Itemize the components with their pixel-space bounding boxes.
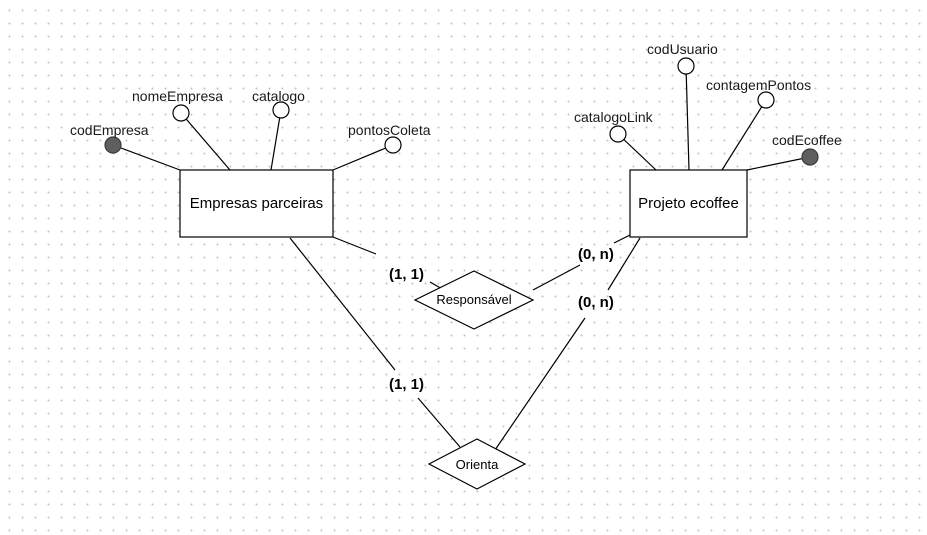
attribute-label-contagemPontos: contagemPontos xyxy=(706,77,811,93)
edge-orienta-projeto-end xyxy=(607,237,641,291)
edge-empresas-responsavel xyxy=(332,236,377,255)
edge-contagemPontos xyxy=(721,99,767,171)
attribute-label-pontosColeta: pontosColeta xyxy=(348,122,431,138)
key-attribute-codEmpresa-icon xyxy=(104,136,122,154)
entity-label-empresas: Empresas parceiras xyxy=(190,195,323,212)
edge-responsavel-projeto-end xyxy=(613,234,631,244)
relationship-orienta[interactable]: Orienta xyxy=(427,438,527,490)
edge-catalogoLink xyxy=(617,133,657,171)
attribute-label-nomeEmpresa: nomeEmpresa xyxy=(132,88,223,104)
edge-orienta-empresas-end xyxy=(417,397,461,448)
edge-nomeEmpresa xyxy=(180,112,231,171)
edge-empresas-orienta xyxy=(289,237,396,371)
cardinality-orienta-empresas: (1, 1) xyxy=(389,376,424,393)
edge-catalogo xyxy=(270,109,282,171)
attribute-label-catalogoLink: catalogoLink xyxy=(574,109,654,125)
attribute-catalogo-icon xyxy=(272,101,290,119)
edge-codEcoffee xyxy=(746,156,811,171)
attribute-pontosColeta-icon xyxy=(384,136,402,154)
attribute-codUsuario-icon xyxy=(677,57,695,75)
edge-codUsuario xyxy=(685,65,690,171)
entity-empresas-parceiras[interactable]: Empresas parceiras xyxy=(179,169,334,238)
key-attribute-codEcoffee-icon xyxy=(801,148,819,166)
attribute-label-codUsuario: codUsuario xyxy=(647,41,718,57)
edge-pontosColeta xyxy=(332,144,394,171)
entity-projeto-ecoffee[interactable]: Projeto ecoffee xyxy=(629,169,748,238)
attribute-catalogoLink-icon xyxy=(609,125,627,143)
attribute-label-codEmpresa: codEmpresa xyxy=(70,122,149,138)
attribute-label-codEcoffee: codEcoffee xyxy=(772,132,842,148)
edge-orienta-projeto xyxy=(494,317,586,451)
relationship-responsavel[interactable]: Responsável xyxy=(413,270,535,330)
edge-codEmpresa xyxy=(112,144,181,171)
entity-label-projeto: Projeto ecoffee xyxy=(638,195,739,212)
attribute-label-catalogo: catalogo xyxy=(252,88,305,104)
relationship-label-orienta: Orienta xyxy=(456,457,499,472)
relationship-label-responsavel: Responsável xyxy=(436,292,511,307)
cardinality-responsavel-empresas: (1, 1) xyxy=(389,266,424,283)
cardinality-responsavel-projeto: (0, n) xyxy=(578,246,614,263)
cardinality-orienta-projeto: (0, n) xyxy=(578,294,614,311)
attribute-contagemPontos-icon xyxy=(757,91,775,109)
attribute-nomeEmpresa-icon xyxy=(172,104,190,122)
edge-responsavel-projeto xyxy=(532,264,581,291)
